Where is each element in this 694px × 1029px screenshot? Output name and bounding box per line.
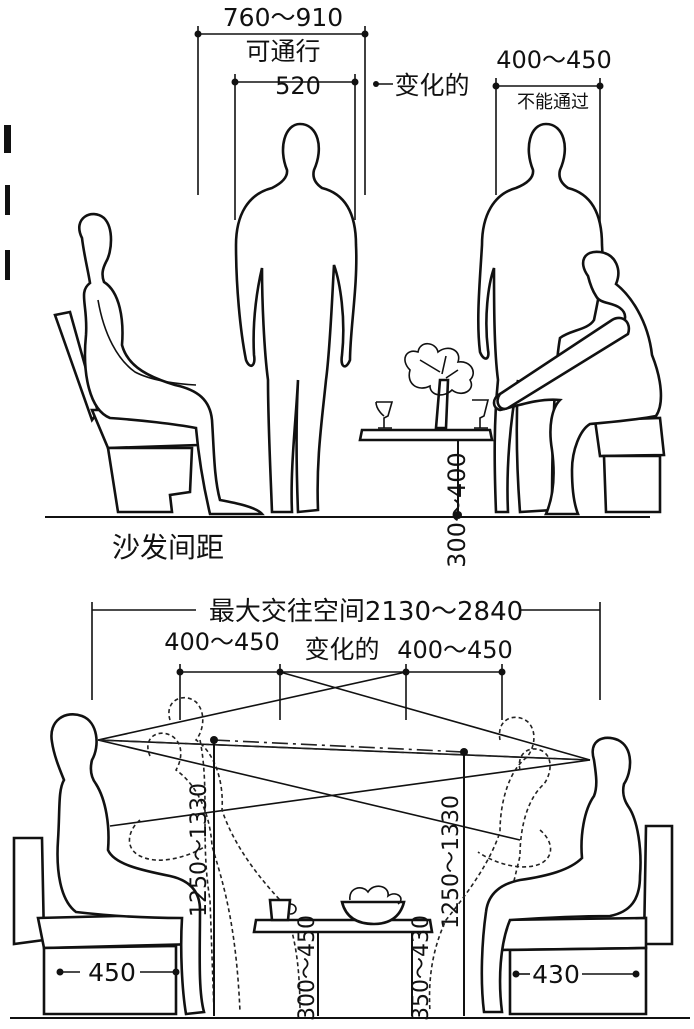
not-passable-label: 不能通过 [517,92,589,113]
right-seated-person [492,250,663,516]
table-height-label: 300～400 [443,452,471,568]
bottom-center-table [252,885,434,1016]
sight-lines [97,671,591,841]
bottom-right-sofa: 430 [494,824,674,1016]
left-seated-person [78,212,265,516]
table-clearance-label: 400～450 [496,46,612,74]
left-margin-marks [4,125,11,280]
top-section: 760～910 可通行 520 变化的 400～450 不能通过 [45,3,666,568]
standing-person-blocked [477,122,604,514]
max-space-label: 最大交往空间2130～2840 [209,597,523,627]
right-sofa [593,416,666,514]
variable-label: 变化的 [394,71,469,100]
standing-person-passable [234,122,358,514]
table-clearance-dimension: 400～450 不能通过 [492,46,612,250]
flower-vase [404,342,474,396]
bottom-left-sofa: 450 [12,836,200,1016]
right-variable-label: 400～450 [397,636,513,664]
right-eye-height-label: 1250～1330 [439,795,464,929]
left-seat-depth-label: 450 [88,958,136,987]
max-space-dimension: 最大交往空间2130～2840 [91,597,601,700]
bottom-right-seated-person [480,736,642,1014]
left-ghost-figures [128,696,301,1013]
caption-sofa-spacing: 沙发间距 [112,531,224,564]
variable-distance-dimension: 400～450 变化的 400～450 [164,628,513,720]
body-width-dimension: 520 [231,72,359,220]
aisle-width-dimension: 760～910 可通行 [194,3,369,195]
left-eye-height-label: 1250～1330 [187,783,212,917]
bottom-section: 最大交往空间2130～2840 400～450 变化的 400～450 [10,597,690,1021]
right-variable-text: 变化的 [304,635,379,664]
left-table-height-label: 300～450 [295,915,320,1021]
left-variable-label: 400～450 [164,628,280,656]
coffee-table [358,378,494,519]
right-table-height-label: 350～430 [409,915,434,1021]
right-seat-depth-label: 430 [532,960,580,989]
passable-label: 可通行 [245,37,320,66]
bottom-left-seated-person [50,713,206,1016]
aisle-width-label: 760～910 [223,3,343,32]
body-width-label: 520 [275,72,321,100]
